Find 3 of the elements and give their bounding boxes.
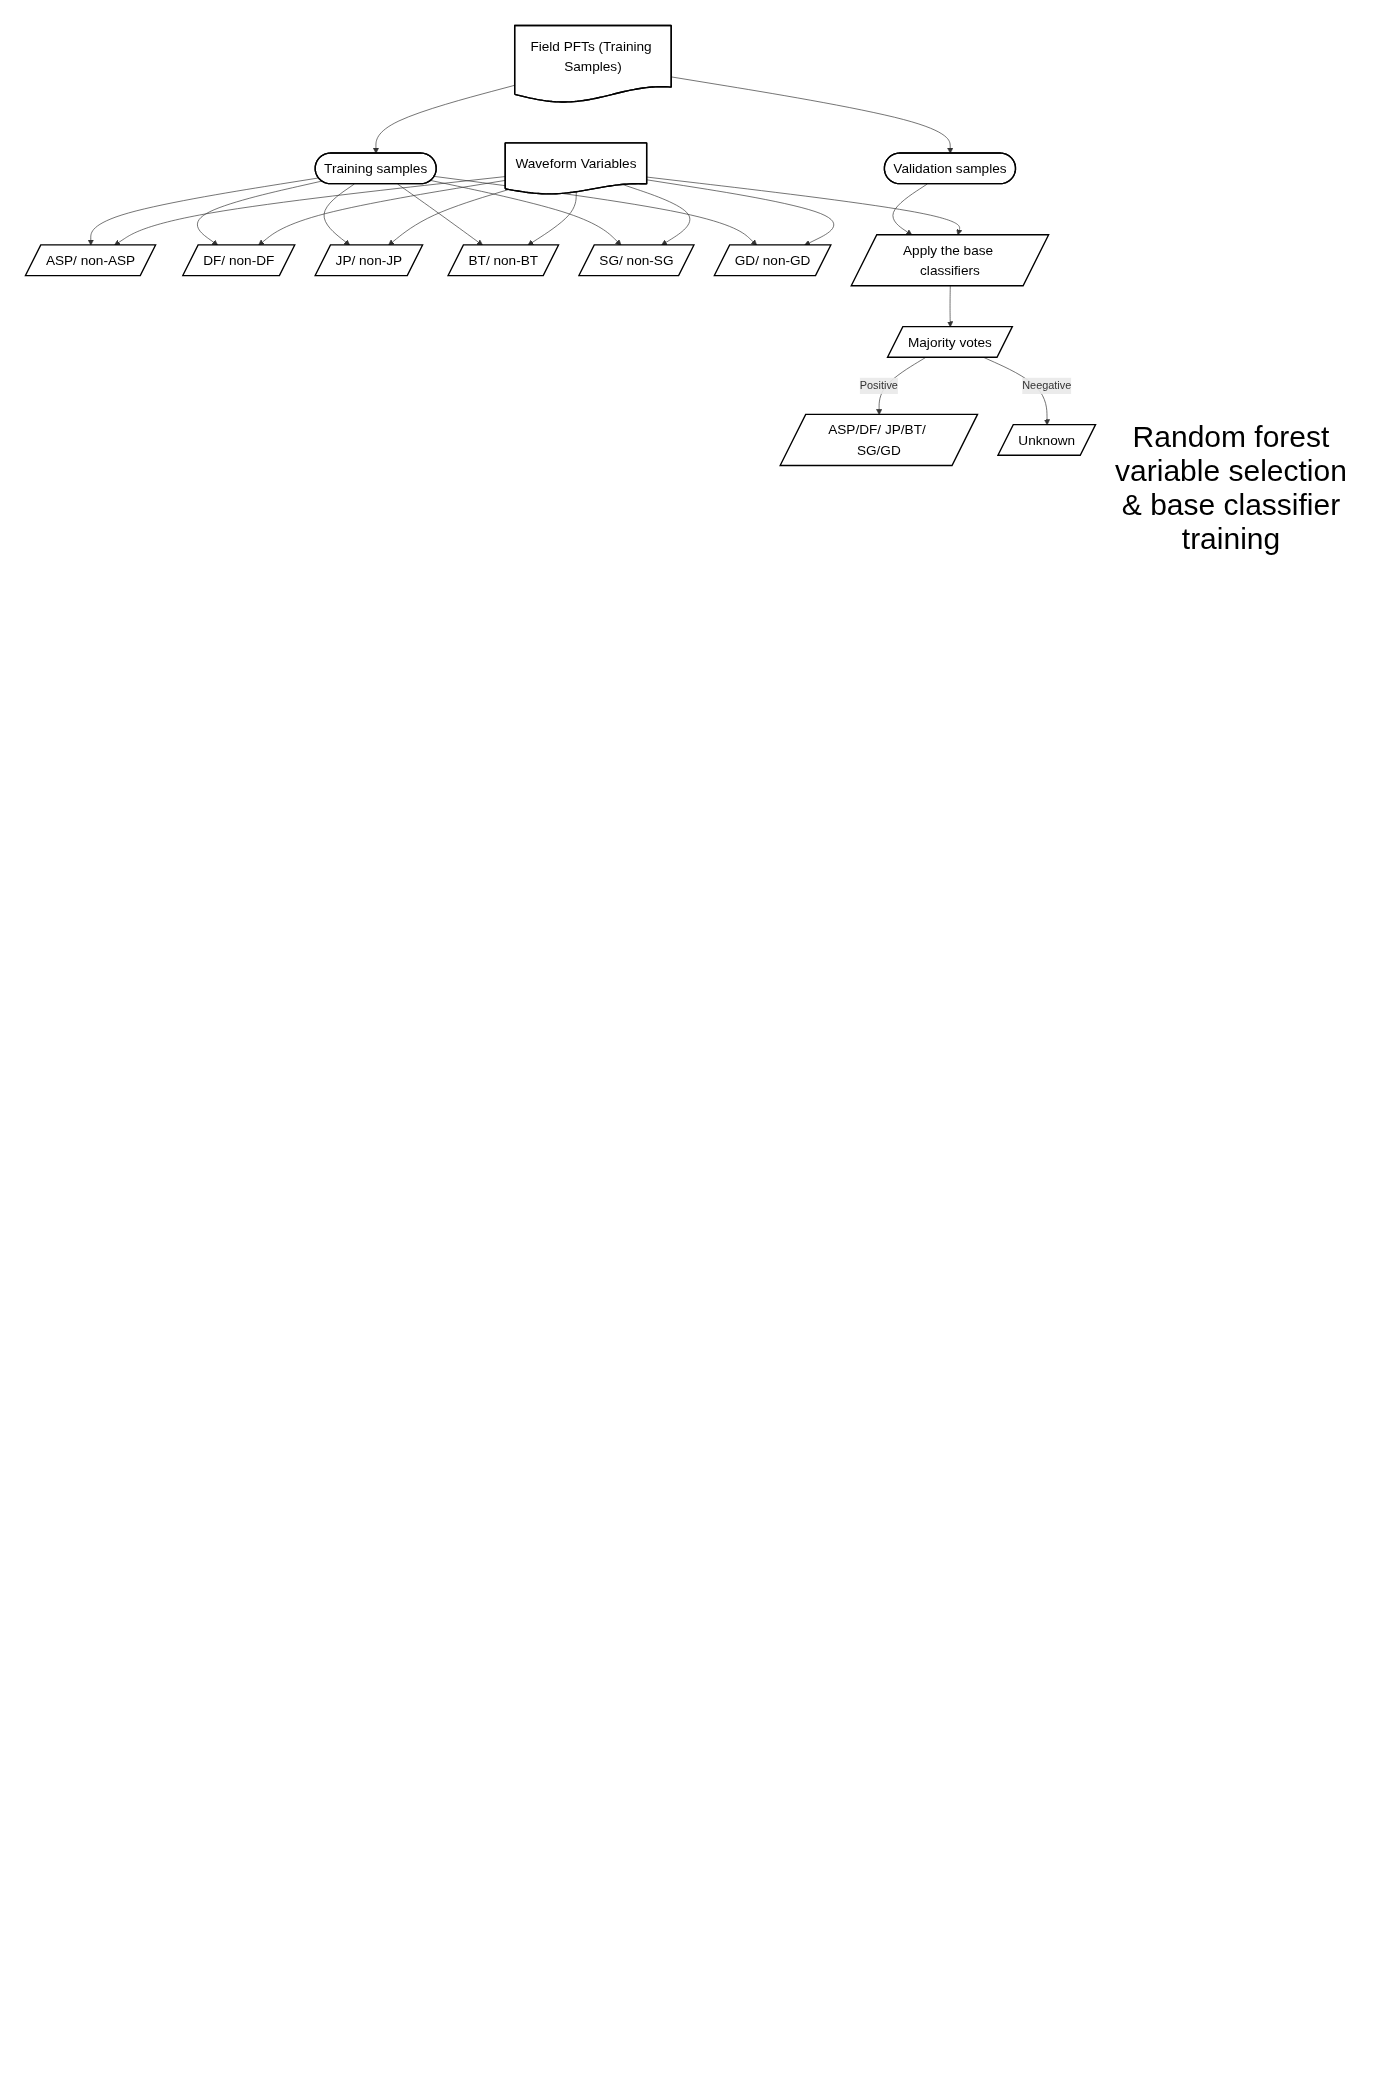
edge-label: Neegative (1022, 379, 1072, 392)
edge-label: Positive (859, 379, 898, 392)
annotation-text: Random forest variable selection & base classifier training (1114, 420, 1348, 556)
